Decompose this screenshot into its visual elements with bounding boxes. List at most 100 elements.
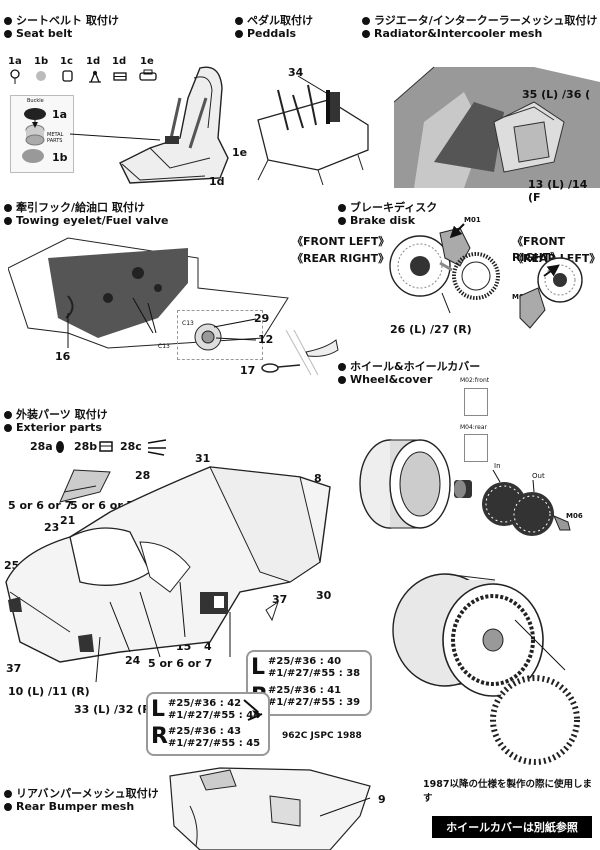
callout-13-14: 13 (L) /14 (F <box>528 178 588 204</box>
leader-lines <box>70 133 161 141</box>
exterior-title-jp: 外装パーツ 取付け <box>16 408 108 421</box>
pedals-header: ペダル取付け Peddals <box>235 14 313 40</box>
bullet-icon <box>338 362 346 371</box>
callout-21: 21 <box>60 514 76 527</box>
callout-33-32: 33 (L) /32 (R <box>74 703 151 716</box>
m02-mesh-part <box>464 388 488 416</box>
bullet-icon <box>338 216 346 225</box>
seatbelt-title-jp: シートベルト 取付け <box>16 14 119 27</box>
brake-title-en: Brake disk <box>350 214 416 227</box>
exterior-title-en: Exterior parts <box>16 421 102 434</box>
bullet-icon <box>4 802 12 811</box>
pedals-title-en: Peddals <box>247 27 297 40</box>
rear-bumper-illustration <box>169 767 371 850</box>
m02-label: M02:front <box>460 377 490 384</box>
seatbelt-title-en: Seat belt <box>16 27 73 40</box>
towing-header: 牽引フック/給油口 取付け Towing eyelet/Fuel valve <box>4 201 169 227</box>
front-left-label: 《FRONT LEFT》 <box>292 235 390 248</box>
wheel-header: ホイール&ホイールカバー Wheel&cover <box>338 360 480 386</box>
callout-26-27: 26 (L) /27 (R) <box>390 323 472 336</box>
bullet-icon <box>4 29 12 38</box>
bullet-icon <box>338 375 346 384</box>
part-label: 1b <box>34 56 49 67</box>
bullet-icon <box>338 203 346 212</box>
towing-eyelet-illustration <box>261 330 339 376</box>
part-label: 1e <box>140 56 154 67</box>
bullet-icon <box>4 216 12 225</box>
bullet-icon <box>235 16 243 25</box>
buckle-illustration <box>22 108 46 163</box>
c13-label: C13 <box>182 320 194 327</box>
rearbumper-title-en: Rear Bumper mesh <box>16 800 135 813</box>
seatbelt-inset: Buckle METAL PARTS <box>10 95 74 173</box>
L-marker: L <box>251 655 266 680</box>
metal-parts-label: METAL PARTS <box>47 132 64 144</box>
decal-left-box: L R #25/#36 : 42 #1/#27/#55 : 44 #25/#36… <box>146 692 270 756</box>
part-label: 1d <box>112 56 127 67</box>
m04-mesh-part <box>464 434 488 462</box>
callout-35-36: 35 (L) /36 ( <box>522 88 591 101</box>
towing-title-jp: 牽引フック/給油口 取付け <box>16 201 145 214</box>
part-label: 1a <box>8 56 22 67</box>
callout-1b: 1b <box>52 151 68 164</box>
callout-34: 34 <box>288 66 304 79</box>
callout-28: 28 <box>135 469 151 482</box>
callout-4: 4 <box>204 640 212 653</box>
buckle-label: Buckle <box>27 98 44 104</box>
brake-disk-illustration <box>389 223 583 329</box>
callout-5or6or7: 5 or 6 or 7 <box>8 499 73 512</box>
part-label: 1d <box>86 56 101 67</box>
chassis-illustration <box>8 237 289 349</box>
fuel-valve-inset <box>177 310 263 360</box>
callout-37: 37 <box>272 593 288 606</box>
decal-line: #25/#36 : 40 <box>268 656 342 667</box>
bullet-icon <box>362 16 370 25</box>
wheel-cover-note-bar: ホイールカバーは別紙参照 <box>432 816 592 838</box>
bullet-icon <box>4 16 12 25</box>
bullet-icon <box>4 410 12 419</box>
seat-illustration <box>119 66 229 184</box>
part-28a: 28a <box>30 440 53 453</box>
radiator-illustration-frame <box>394 62 600 188</box>
seatbelt-parts-row: 1a 1b 1c 1d 1d 1e <box>6 56 166 86</box>
callout-1d: 1d <box>209 175 225 188</box>
decal-line: #25/#36 : 43 <box>168 726 242 737</box>
wheel-title-en: Wheel&cover <box>350 373 433 386</box>
callout-24: 24 <box>125 654 141 667</box>
callout-12: 12 <box>258 333 274 346</box>
c13-label: C13 <box>158 343 170 350</box>
callout-17: 17 <box>240 364 256 377</box>
bullet-icon <box>362 29 370 38</box>
wheel-cover-illustration <box>392 573 580 765</box>
seatbelt-header: シートベルト 取付け Seat belt <box>4 14 119 40</box>
radiator-title-jp: ラジエータ/インタークーラーメッシュ取付け <box>374 14 598 27</box>
decal-line: #1/#27/#55 : 39 <box>268 697 361 708</box>
wheel-explode-illustration <box>359 439 571 536</box>
brake-header: ブレーキディスク Brake disk <box>338 201 437 227</box>
part-28-icons <box>56 439 167 456</box>
wheel-cover-note-text: ホイールカバーは別紙参照 <box>446 821 578 834</box>
callout-8: 8 <box>314 472 322 485</box>
decal-arrows <box>243 699 263 721</box>
pedals-illustration <box>257 75 369 185</box>
rearbumper-header: リアバンパーメッシュ取付け Rear Bumper mesh <box>4 787 159 813</box>
decal-line: #25/#36 : 41 <box>268 685 342 696</box>
part-28b: 28b <box>74 440 98 453</box>
callout-30: 30 <box>316 589 332 602</box>
callout-37: 37 <box>6 662 22 675</box>
callout-1a: 1a <box>52 108 68 121</box>
exterior-header: 外装パーツ 取付け Exterior parts <box>4 408 108 434</box>
bullet-icon <box>4 789 12 798</box>
towing-title-en: Towing eyelet/Fuel valve <box>16 214 169 227</box>
callout-10-11: 10 (L) /11 (R) <box>8 685 90 698</box>
pedals-title-jp: ペダル取付け <box>247 14 313 27</box>
decal-line: #1/#27/#55 : 45 <box>168 738 261 749</box>
car-body-illustration <box>5 466 331 683</box>
decal-line: #25/#36 : 42 <box>168 698 242 709</box>
callout-9: 9 <box>378 793 386 806</box>
callout-5or6or7: 5 or 6 or 7 <box>148 657 213 670</box>
bullet-icon <box>4 423 12 432</box>
callout-23: 23 <box>44 521 60 534</box>
rear-right-label: 《REAR RIGHT》 <box>292 252 390 265</box>
m06-label: M06 <box>566 512 583 520</box>
